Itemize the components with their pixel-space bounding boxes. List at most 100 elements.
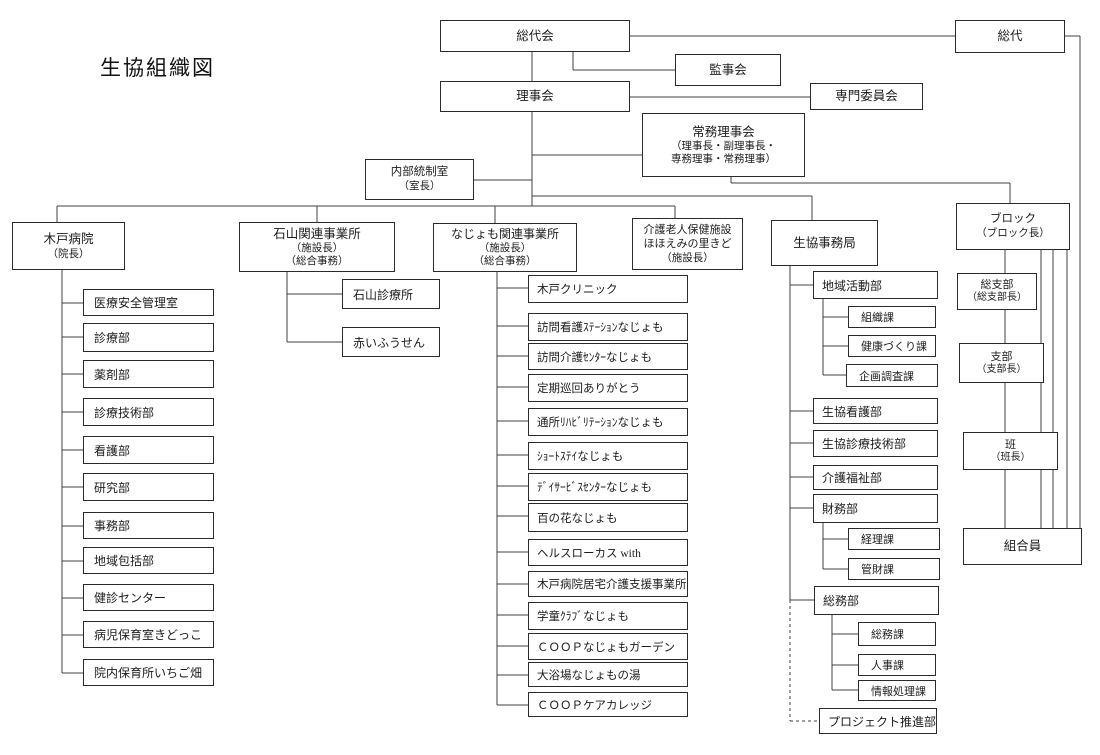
node-zaimu: 財務部	[813, 494, 938, 523]
node-kido-child: 看護部	[83, 436, 214, 464]
node-kido-child-label: 診療技術部	[94, 405, 155, 420]
node-soshibu-head: （総支部長）	[967, 292, 1027, 304]
node-kido-child-label: 医療安全管理室	[94, 296, 179, 310]
node-jimukyoku-label: 生協事務局	[793, 235, 856, 250]
node-jomu-rijikai: 常務理事会 （理事長・副理事長・ 専務理事・常務理事）	[642, 113, 805, 177]
node-zaimu-child-label: 経理課	[861, 534, 894, 546]
node-soshibu: 総支部 （総支部長）	[957, 273, 1037, 310]
node-somu-child-label: 情報処理課	[871, 685, 926, 698]
node-chiiki-katsudo-label: 地域活動部	[822, 278, 883, 293]
node-kido-byoin-label: 木戸病院	[43, 232, 94, 247]
node-sodai-label: 総代	[997, 29, 1023, 44]
node-zaimu-label: 財務部	[822, 502, 859, 516]
node-kumiaiin-label: 組合員	[1003, 539, 1042, 554]
node-najomo-child-label: 訪問看護ｽﾃｰｼｮﾝなじょも	[537, 322, 664, 334]
node-kido-child: 事務部	[83, 512, 214, 539]
node-kido-child: 医療安全管理室	[83, 289, 214, 316]
node-somu-child: 人事課	[858, 654, 936, 676]
node-kaigo-fukushi-label: 介護福祉部	[822, 471, 883, 485]
node-chiiki-katsudo: 地域活動部	[813, 271, 938, 299]
node-somu: 総務部	[814, 586, 939, 615]
node-kido-child: 健診センター	[83, 584, 214, 611]
node-kido-child: 薬剤部	[83, 360, 214, 388]
node-project-suishin-label: プロジェクト推進部	[828, 714, 937, 729]
node-najomo-child-label: ｼｮｰﾄｽﾃｲなじょも	[537, 451, 624, 463]
node-najomo-label: なじょも関連事業所	[450, 226, 559, 241]
node-najomo-head: （施設長）	[478, 243, 532, 255]
node-najomo: なじょも関連事業所 （施設長） （総合事務）	[433, 223, 577, 272]
node-kumiaiin: 組合員	[963, 528, 1082, 565]
node-najomo-child-label: ＣＯＯＰなじょもガーデン	[537, 641, 675, 654]
node-zaimu-child: 経理課	[848, 528, 940, 550]
node-kanjikai-label: 監事会	[709, 62, 747, 77]
node-shibu-head: （支部長）	[976, 363, 1027, 375]
node-kaigo-rojin: 介護老人保健施設 ほほえみの里きど （施設長）	[632, 218, 743, 270]
node-kido-child-label: 地域包括部	[94, 554, 155, 568]
node-najomo-child: ﾃﾞｲｻｰﾋﾞｽｾﾝﾀｰなじょも	[528, 473, 688, 501]
node-kango-label: 生協看護部	[822, 404, 883, 419]
page-title: 生協組織図	[100, 56, 215, 80]
node-soshibu-label: 総支部	[980, 279, 1014, 292]
node-naibu-toseishitsu: 内部統制室 （室長）	[365, 159, 474, 200]
node-chiiki-child: 組織課	[848, 306, 936, 328]
node-najomo-child: 百の花なじょも	[528, 503, 688, 532]
node-kido-child: 診療部	[83, 323, 214, 352]
node-shibu: 支部 （支部長）	[959, 343, 1044, 383]
node-najomo-child-label: 通所ﾘﾊﾋﾞﾘﾃｰｼｮﾝなじょも	[537, 417, 664, 429]
node-ishiyama-child-label: 赤いふうせん	[353, 335, 426, 350]
node-najomo-child: ＣＯＯＰなじょもガーデン	[528, 633, 688, 660]
node-jimukyoku: 生協事務局	[771, 220, 878, 266]
node-kaigo-rojin-label1: 介護老人保健施設	[643, 224, 732, 237]
node-kido-child: 地域包括部	[83, 547, 214, 574]
node-najomo-child-label: ＣＯＯＰケアカレッジ	[537, 699, 652, 712]
node-najomo-child: 定期巡回ありがとう	[528, 374, 688, 402]
node-ishiyama-child: 赤いふうせん	[342, 327, 440, 357]
node-kaigo-rojin-head: （施設長）	[661, 252, 714, 264]
node-najomo-child-label: 訪問介護ｾﾝﾀｰなじょも	[537, 351, 652, 364]
node-kido-child: 研究部	[83, 473, 214, 501]
node-senmon-iinkai: 専門委員会	[810, 83, 923, 110]
node-rijikai: 理事会	[440, 81, 630, 112]
node-ishiyama-child-label: 石山診療所	[353, 287, 414, 302]
node-block: ブロック （ブロック長）	[956, 203, 1070, 250]
node-somu-child: 総務課	[858, 622, 936, 646]
node-shibu-label: 支部	[990, 350, 1013, 363]
node-najomo-child: 学童ｸﾗﾌﾞなじょも	[528, 602, 688, 630]
node-jomu-rijikai-sub2: 専務理事・常務理事）	[671, 154, 776, 166]
node-sodaikai-label: 総代会	[516, 28, 554, 43]
node-naibu-toseishitsu-sub: （室長）	[398, 181, 441, 193]
node-kido-child-label: 研究部	[94, 480, 131, 495]
node-kanjikai: 監事会	[675, 54, 781, 86]
node-najomo-child-label: 大浴場なじょもの湯	[537, 669, 641, 682]
node-najomo-child: 訪問看護ｽﾃｰｼｮﾝなじょも	[528, 313, 688, 341]
node-ishiyama-head: （施設長）	[290, 243, 344, 254]
node-kido-byoin: 木戸病院 （院長）	[12, 222, 125, 270]
node-naibu-toseishitsu-label: 内部統制室	[390, 166, 449, 179]
node-kido-child-label: 診療部	[94, 331, 131, 345]
node-chiiki-child: 企画調査課	[846, 364, 938, 387]
node-shinryo-gijutsu-label: 生協診療技術部	[822, 437, 907, 451]
node-najomo-child-label: 木戸病院居宅介護支援事業所	[537, 579, 687, 591]
node-kango: 生協看護部	[813, 398, 938, 424]
node-jomu-rijikai-label: 常務理事会	[692, 124, 755, 139]
node-chiiki-child-label: 組織課	[861, 312, 894, 324]
node-somu-label: 総務部	[823, 594, 860, 608]
node-ishiyama-child: 石山診療所	[342, 279, 440, 309]
node-najomo-child-label: 百の花なじょも	[537, 512, 618, 525]
node-somu-child-label: 人事課	[871, 660, 904, 672]
node-project-suishin: プロジェクト推進部	[819, 708, 937, 734]
node-zaimu-child-label: 管財課	[861, 564, 894, 576]
node-senmon-iinkai-label: 専門委員会	[835, 89, 898, 104]
node-kido-child-label: 事務部	[94, 519, 131, 533]
node-han-head: （班長）	[990, 451, 1031, 463]
node-najomo-child: ｼｮｰﾄｽﾃｲなじょも	[528, 442, 688, 470]
node-kido-child-label: 病児保育室きどっこ	[94, 628, 203, 642]
node-shinryo-gijutsu: 生協診療技術部	[813, 430, 938, 457]
node-chiiki-child-label: 企画調査課	[859, 370, 914, 383]
node-kido-child: 病児保育室きどっこ	[83, 621, 214, 648]
node-han: 班 （班長）	[963, 432, 1058, 470]
node-somu-child-label: 総務課	[871, 629, 904, 641]
node-ishiyama-admin: （総合事務）	[285, 256, 349, 268]
node-kido-child: 診療技術部	[83, 398, 214, 426]
